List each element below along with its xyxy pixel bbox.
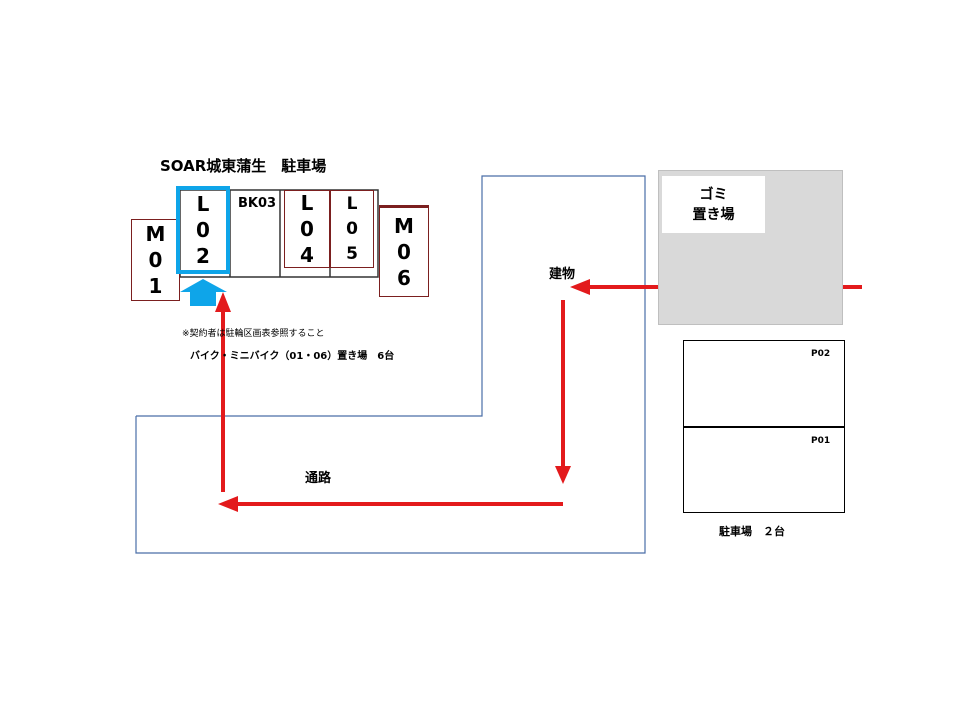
slot-m01-char-3: 1 [148,274,163,298]
passage-label: 通路 [305,471,332,486]
bike-rack-frame [179,189,379,278]
slot-l05: L 0 5 [330,190,374,268]
slot-m01: M 0 1 [131,219,180,301]
slot-m06-char-1: M [394,214,414,238]
building-outline [135,175,646,554]
bike-area-note: バイク・ミニバイク（01・06）置き場 6台 [190,351,395,362]
arrow-left-passage-head [218,496,238,512]
entrance-arrow [180,279,227,306]
slot-bk03: BK03 [238,196,277,211]
slot-m06-char-2: 0 [397,240,411,264]
slot-l04: L 0 4 [284,190,330,268]
page-title: SOAR城東蒲生 駐車場 [160,157,327,175]
garbage-label: ゴミ 置き場 [662,176,765,233]
arrow-up-to-bikes-head [215,292,231,312]
slot-m06-char-3: 6 [397,266,411,290]
slot-l04-char-3: 4 [300,243,314,267]
garbage-label-line-2: 置き場 [692,206,735,223]
slot-m01-char-1: M [145,222,166,246]
parking-space-p02: P02 [811,349,831,359]
parking-space-p01: P01 [811,436,831,446]
slot-l04-char-1: L [300,191,314,215]
parking-caption: 駐車場 ２台 [719,525,785,538]
car-parking-divider [683,426,845,428]
arrow-into-building-head [570,279,590,295]
slot-l05-char-2: 0 [346,218,358,239]
slot-l05-char-3: 5 [346,243,358,264]
slot-l05-char-1: L [346,193,358,214]
slot-l02-char-2: 0 [196,218,210,242]
garbage-label-line-1: ゴミ [699,186,728,203]
slot-l02-char-1: L [196,192,210,216]
arrow-down-passage-head [555,466,571,484]
building-label: 建物 [549,267,576,282]
slot-l02-char-3: 2 [196,244,210,268]
slot-m06: M 0 6 [379,205,429,297]
slot-l04-char-2: 0 [300,217,314,241]
contract-note: ※契約者は駐輪区画表参照すること [182,329,325,339]
slot-m01-char-2: 0 [148,248,163,272]
slot-l02: L 0 2 [176,186,230,274]
